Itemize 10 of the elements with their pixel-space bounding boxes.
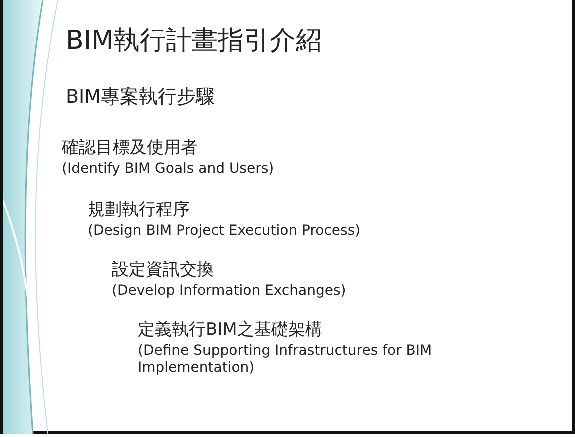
step-subtitle: (Identify BIM Goals and Users) [62,161,274,178]
step-heading: 定義執行BIM之基礎架構 [138,320,322,340]
step-heading: 規劃執行程序 [88,200,190,220]
subtitle: BIM專案執行步驟 [66,86,216,109]
step-heading: 設定資訊交換 [112,260,214,280]
step-subtitle: (Develop Information Exchanges) [112,283,346,300]
step-heading: 確認目標及使用者 [62,138,198,158]
slide-title: BIM執行計畫指引介紹 [66,26,322,58]
step-subtitle: (Define Supporting Infrastructures for BIM Implementation) [138,343,434,377]
step-subtitle: (Design BIM Project Execution Process) [88,223,361,240]
